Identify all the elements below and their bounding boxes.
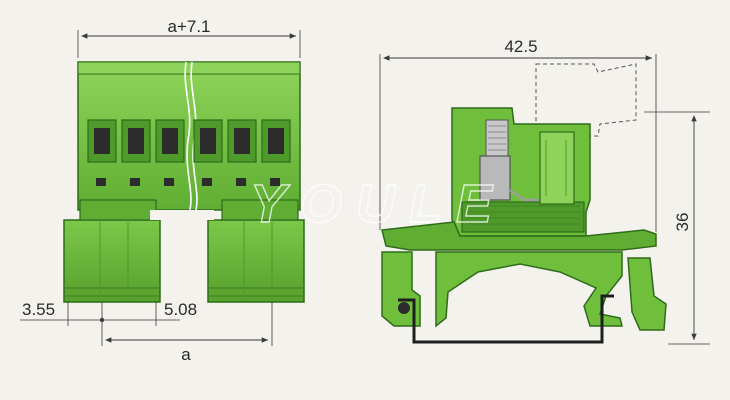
dim-label-overall-width: a+7.1 [167, 17, 210, 36]
dashed-lever-outline [535, 63, 637, 137]
dim-label-side-height: 36 [673, 213, 692, 232]
spring-contact [539, 131, 575, 205]
dim-side-width: 42.5 [379, 37, 657, 232]
terminal-opening [155, 119, 185, 186]
dim-offset-pitch: 3.55 5.08 [20, 300, 197, 346]
front-terminal-openings [87, 119, 291, 186]
dim-overall-width: a+7.1 [77, 17, 301, 58]
terminal-opening [227, 119, 257, 186]
dim-span: a [105, 302, 273, 364]
front-right-foot [207, 219, 305, 303]
terminal-opening [87, 119, 117, 186]
front-view: a+7.1 3.55 5.08 a [20, 17, 305, 364]
terminal-opening [193, 119, 223, 186]
dim-side-height: 36 [644, 111, 710, 345]
dim-label-span: a [181, 345, 191, 364]
front-left-foot [63, 219, 161, 303]
dim-label-pitch: 5.08 [164, 300, 197, 319]
dim-label-side-width: 42.5 [504, 37, 537, 56]
watermark-text: YOULE [250, 174, 506, 234]
side-view: 42.5 36 [379, 37, 710, 345]
din-rail [398, 294, 614, 344]
din-foot [381, 251, 667, 331]
front-terminal-body [77, 61, 301, 221]
terminal-opening [121, 119, 151, 186]
screw-clamp [479, 119, 558, 202]
terminal-opening [261, 119, 291, 186]
dim-label-end-offset: 3.55 [22, 300, 55, 319]
